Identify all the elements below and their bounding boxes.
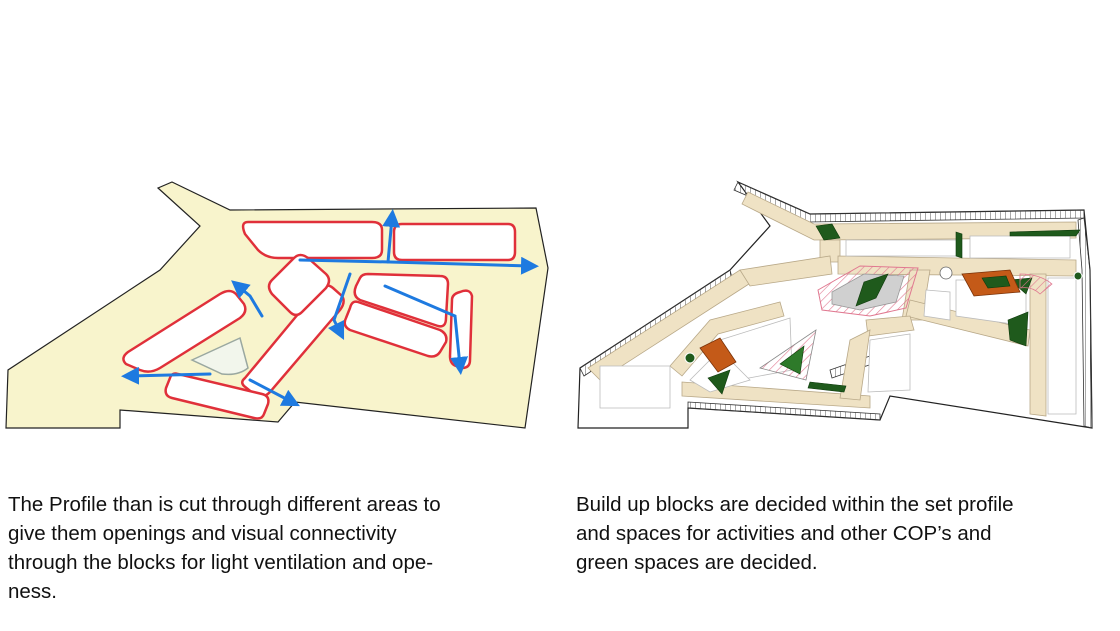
road <box>739 255 833 287</box>
flow-arrow <box>382 209 401 264</box>
masterplan-caption: Build up blocks are decided within the s… <box>576 493 1014 574</box>
green-space <box>707 369 731 395</box>
open-plaza <box>190 336 249 376</box>
triangle-garden <box>759 329 817 381</box>
feature-circle <box>684 352 696 364</box>
building-block <box>392 222 517 262</box>
building-block <box>599 365 671 409</box>
building-block <box>923 289 951 321</box>
flow-arrow <box>327 272 352 341</box>
amphitheatre <box>1019 273 1053 295</box>
feature-circle <box>1073 271 1083 281</box>
flow-arrow <box>298 256 539 275</box>
building-block <box>1047 277 1077 415</box>
road <box>681 381 871 409</box>
building-block <box>969 235 1071 259</box>
road <box>839 329 871 401</box>
profile-cut-diagram <box>5 181 549 429</box>
building-block <box>241 220 384 260</box>
masterplan-diagram <box>577 180 1093 429</box>
green-space <box>807 381 847 393</box>
green-space <box>981 275 1011 289</box>
building-block <box>867 333 911 393</box>
roundabout <box>939 266 953 280</box>
green-space <box>855 273 889 307</box>
building-block <box>845 239 961 257</box>
flow-arrow <box>231 280 264 318</box>
green-space <box>1007 311 1029 347</box>
perimeter-strip <box>687 401 881 421</box>
green-space <box>779 345 805 375</box>
building-block <box>267 253 331 317</box>
green-space <box>1009 229 1081 237</box>
road <box>865 315 915 337</box>
perimeter-strip <box>1077 217 1093 429</box>
flow-arrow <box>248 378 300 407</box>
building-block <box>448 289 474 370</box>
green-space <box>815 223 841 241</box>
building-block <box>343 300 448 358</box>
activity-area <box>699 337 737 373</box>
green-space <box>955 231 963 259</box>
flow-arrow <box>383 284 469 375</box>
road <box>1029 273 1047 417</box>
building-block <box>353 272 450 328</box>
profile-cut-caption: The Profile than is cut through differen… <box>8 493 441 603</box>
flow-arrow <box>121 366 212 385</box>
road <box>669 301 785 377</box>
